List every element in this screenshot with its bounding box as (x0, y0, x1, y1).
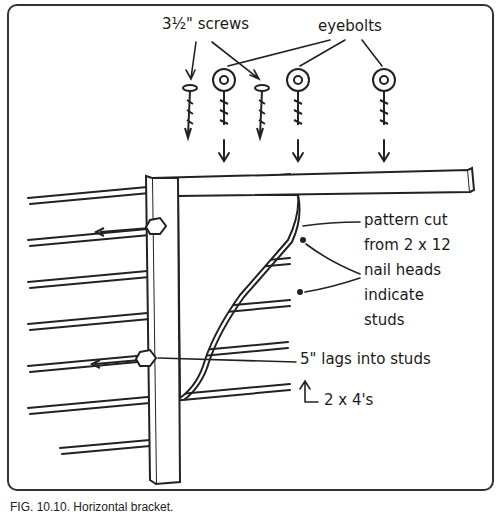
eyebolt-label: eyebolts (316, 14, 384, 39)
pattern-label: pattern cut from 2 x 12 (362, 208, 478, 258)
lumber-label: 2 x 4's (322, 388, 375, 413)
lag-label: 5" lags into studs (298, 347, 433, 372)
nail-heads-label: nail heads indicate studs (362, 258, 470, 333)
figure-caption: FIG. 10.10. Horizontal bracket. (10, 500, 173, 514)
screw-label: 3½" screws (160, 12, 251, 37)
